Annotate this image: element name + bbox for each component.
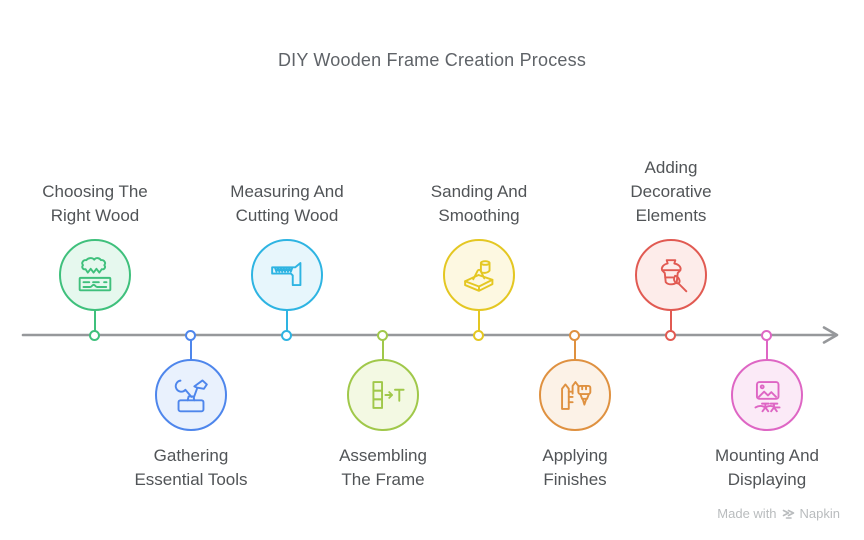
timeline-dot	[761, 329, 773, 341]
step-connector	[94, 309, 97, 336]
step-label: Mounting And Displaying	[715, 446, 819, 489]
diagram-title: DIY Wooden Frame Creation Process	[277, 50, 587, 70]
step-label: Gathering Essential Tools	[134, 446, 248, 489]
timeline-dot	[665, 329, 677, 341]
step-label: Assembling The Frame	[339, 446, 427, 489]
timeline-arrow-icon	[822, 326, 839, 344]
step-label: Measuring And Cutting Wood	[230, 182, 344, 225]
timeline-dot	[377, 329, 389, 341]
watermark: Made with Napkin	[717, 506, 840, 521]
step-label: Choosing The Right Wood	[42, 182, 148, 225]
step-label: Sanding And Smoothing	[430, 182, 528, 225]
timeline-dot	[89, 329, 101, 341]
step-connector	[286, 309, 289, 336]
tools-icon	[174, 379, 208, 413]
step-connector	[478, 309, 481, 336]
timeline-dot	[281, 329, 293, 341]
timeline-dot	[569, 329, 581, 341]
napkin-logo-icon	[782, 509, 794, 519]
step-label: Applying Finishes	[542, 446, 608, 489]
step-connector	[190, 335, 193, 361]
step-connector	[382, 335, 385, 361]
fence-paintbrush-icon	[561, 381, 592, 410]
step-bubble	[347, 359, 419, 431]
step-label: Adding Decorative Elements	[630, 158, 712, 225]
timeline-dot	[185, 329, 197, 341]
wood-selection-icon	[78, 257, 112, 292]
vase-paintbrush-icon	[660, 259, 688, 293]
step-bubble	[635, 239, 707, 311]
step-bubble	[539, 359, 611, 431]
carpenter-square-icon	[271, 262, 302, 287]
frame-assembly-icon	[372, 381, 405, 409]
sanding-block-icon	[464, 260, 494, 292]
watermark-brand: Napkin	[799, 506, 840, 521]
step-bubble	[59, 239, 131, 311]
timeline-dot	[473, 329, 485, 341]
step-connector	[574, 335, 577, 361]
step-bubble	[251, 239, 323, 311]
step-connector	[670, 309, 673, 336]
step-bubble	[155, 359, 227, 431]
step-connector	[766, 335, 769, 361]
watermark-prefix: Made with	[717, 506, 777, 521]
framed-picture-icon	[754, 381, 781, 413]
step-bubble	[731, 359, 803, 431]
step-bubble	[443, 239, 515, 311]
